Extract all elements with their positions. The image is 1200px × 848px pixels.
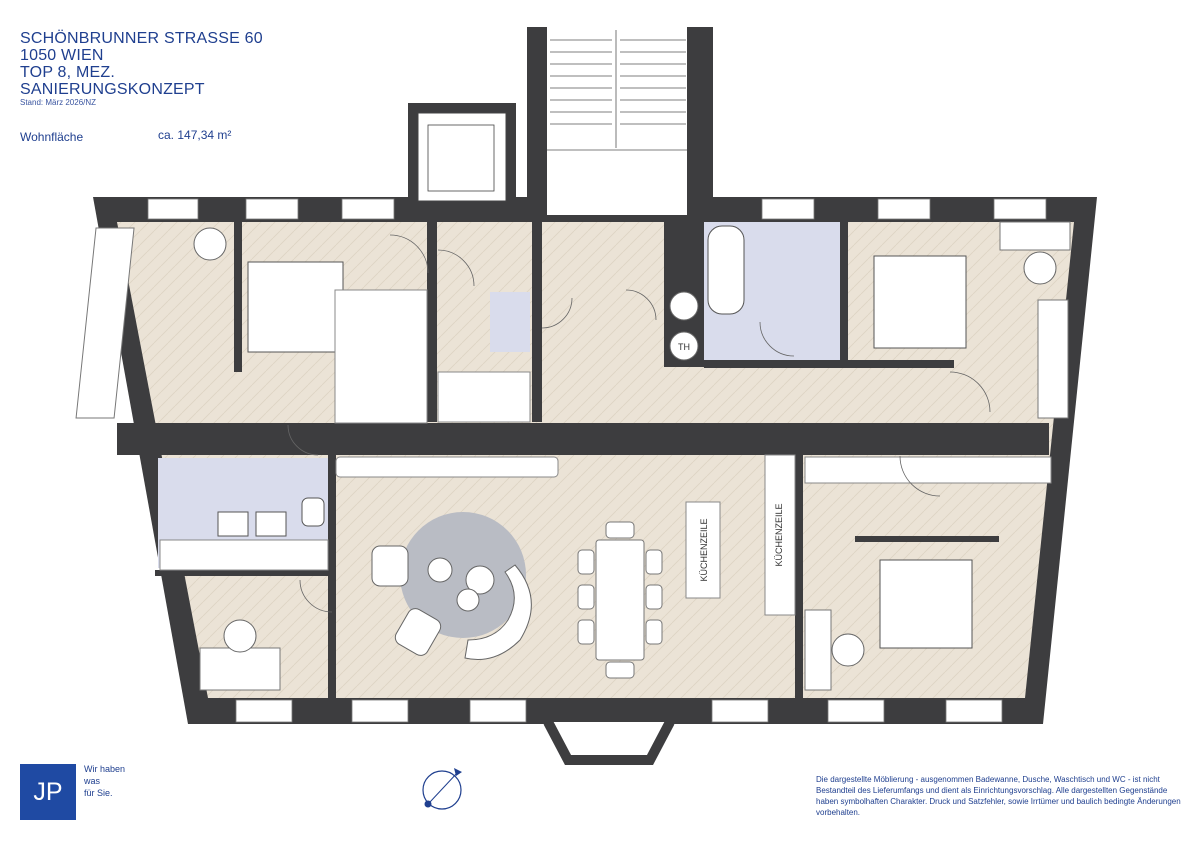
desk-top-right [999, 221, 1071, 251]
wardrobe-bedroom [334, 289, 428, 424]
kitchen-label-2: KÜCHENZEILE [774, 503, 784, 566]
slogan-line-2: was [84, 776, 101, 786]
kitchen-label-1: KÜCHENZEILE [699, 518, 709, 581]
desk-left [199, 647, 281, 691]
armchair-1 [371, 545, 409, 587]
armchair-2 [394, 608, 442, 656]
bed-top-left [247, 261, 344, 353]
headboard-bottom-right [855, 536, 999, 542]
coffee-table-3 [456, 588, 480, 612]
unit-number: TOP 8, MEZ. [20, 64, 115, 81]
coffee-table-1 [427, 557, 453, 583]
chair-bottom-right [831, 633, 865, 667]
address-city: 1050 WIEN [20, 47, 104, 64]
curved-sofa [464, 564, 532, 660]
bathtub [707, 225, 745, 315]
windows-bottom [235, 699, 1003, 723]
chair-top-right [1023, 251, 1057, 285]
plan-title: SANIERUNGSKONZEPT [20, 81, 205, 98]
th-label: TH [678, 342, 690, 352]
wc-small [490, 292, 530, 352]
kitchen-island-1 [685, 501, 721, 599]
th-unit [669, 331, 699, 361]
address-street: SCHÖNBRUNNER STRASSE 60 [20, 30, 263, 47]
slogan-line-3: für Sie. [84, 788, 113, 798]
chair-top-left [193, 227, 227, 261]
washbasin-left-1 [217, 511, 249, 537]
elevator-shaft [417, 112, 507, 202]
coffee-table-2 [465, 565, 495, 595]
compass-icon [422, 768, 462, 810]
wardrobe-hall [437, 371, 531, 423]
kitchen-counter-top [335, 456, 559, 478]
wardrobe-bottom-right [804, 456, 1052, 484]
living-rug [400, 512, 526, 638]
sofa-left [75, 227, 135, 419]
chair-bottom-left [223, 619, 257, 653]
dining-chairs [577, 521, 663, 679]
door-swings [287, 234, 991, 613]
kitchen-island-2 [764, 454, 796, 616]
plan-date: Stand: März 2026/NZ [20, 98, 97, 107]
elevator-car [427, 124, 495, 192]
bed-bottom-right [879, 559, 973, 649]
desk-right [804, 609, 832, 691]
washbasin-left-2 [255, 511, 287, 537]
sofa-right [1037, 299, 1069, 419]
shower-round [669, 291, 699, 321]
living-area-value: ca. 147,34 m² [158, 128, 232, 142]
dining-table [595, 539, 645, 661]
logo-slogan: Wir haben was für Sie. [84, 763, 125, 799]
stair-core [547, 27, 687, 215]
jp-logo: JP [20, 764, 76, 820]
slogan-line-1: Wir haben [84, 764, 126, 774]
wardrobe-bath-left [159, 539, 329, 571]
stairs [547, 30, 687, 151]
plan-header: SCHÖNBRUNNER STRASSE 60 1050 WIEN TOP 8,… [20, 30, 263, 98]
windows-top [147, 198, 1047, 220]
disclaimer-text: Die dargestellte Möblierung - ausgenomme… [816, 775, 1181, 817]
toilet-left [301, 497, 325, 527]
bay-window [543, 719, 675, 765]
living-area-label: Wohnfläche [20, 130, 84, 144]
bed-top-right [873, 255, 967, 349]
